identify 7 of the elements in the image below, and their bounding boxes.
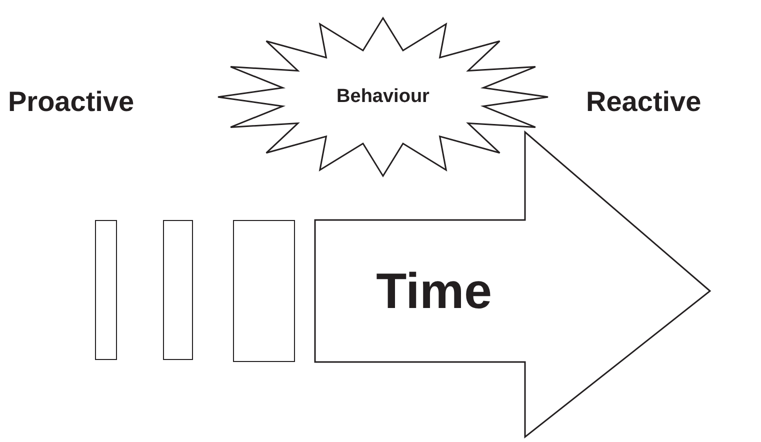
- rectangle-bar: [163, 220, 193, 360]
- side-label: Proactive: [8, 86, 134, 118]
- node-label: Behaviour: [336, 86, 430, 108]
- rectangle-bar: [233, 220, 295, 362]
- node-label: Time: [376, 262, 492, 320]
- side-label: Reactive: [586, 86, 702, 118]
- rectangle-bar: [95, 220, 117, 360]
